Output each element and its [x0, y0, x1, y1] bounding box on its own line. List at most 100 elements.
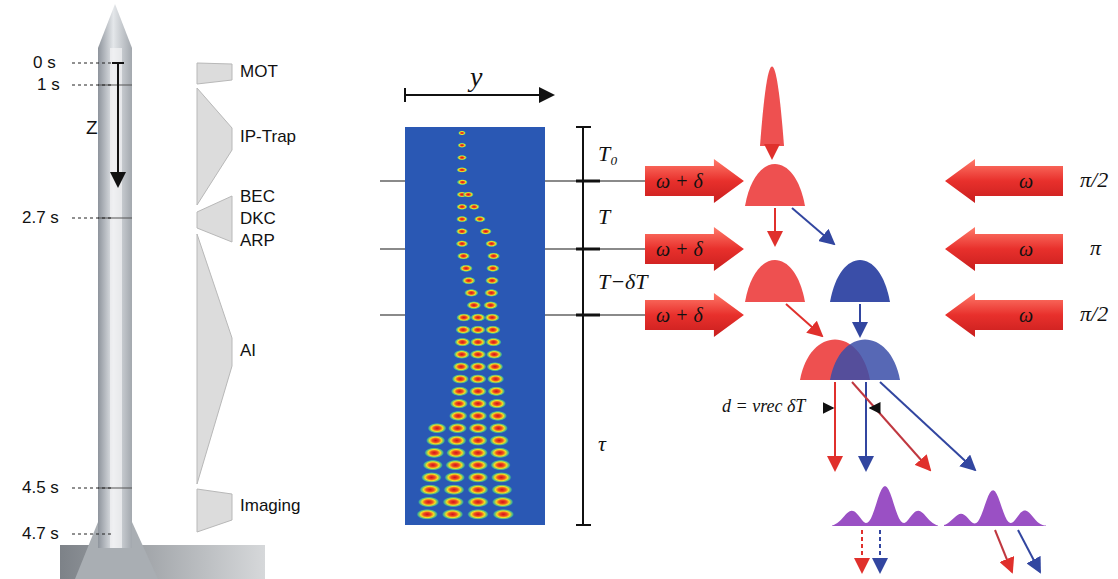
atom-cloud: [485, 240, 498, 247]
block-arrow-shape: [945, 227, 1063, 271]
interval-label: T₀: [598, 142, 618, 166]
phase-name: DKC: [240, 210, 276, 229]
atom-cloud: [489, 423, 509, 434]
atom-cloud: [456, 167, 468, 173]
atom-cloud: [469, 362, 486, 372]
atom-cloud: [418, 497, 440, 508]
block-arrow-shape: [945, 159, 1063, 203]
atom-cloud: [468, 447, 488, 458]
atom-cloud: [488, 398, 507, 408]
laser-pulse-arrow: ω + δ: [645, 227, 744, 271]
atom-cloud: [444, 472, 465, 483]
atom-cloud: [468, 411, 487, 422]
arrow-body: [645, 159, 744, 203]
atom-cloud: [456, 240, 469, 247]
atom-cloud: [474, 216, 486, 223]
laser-pulse-arrow: ω: [945, 293, 1063, 337]
atom-cloud: [456, 228, 469, 235]
atom-cloud: [422, 460, 443, 471]
atom-cloud: [468, 423, 488, 434]
atom-cloud: [490, 447, 510, 458]
atom-cloud: [416, 509, 438, 520]
atom-cloud: [459, 264, 473, 272]
atom-cloud: [445, 460, 466, 471]
fringe-profile: [832, 486, 938, 526]
time-mark: 0 s: [33, 54, 56, 73]
phase-name: BEC: [240, 188, 275, 207]
arrow-body: [945, 293, 1063, 337]
atom-cloud: [487, 252, 500, 259]
atom-cloud: [462, 277, 476, 285]
laser-pulse-arrow: ω: [945, 159, 1063, 203]
atom-cloud: [470, 350, 487, 359]
atom-cloud: [456, 204, 468, 210]
pulse-area: π/2: [1080, 302, 1108, 326]
frequency-label: ω: [945, 171, 1063, 191]
atom-cloud: [491, 472, 512, 483]
time-mark: 1 s: [37, 76, 60, 95]
phase-name: ARP: [240, 232, 275, 251]
atom-cloud: [427, 423, 447, 434]
atom-cloud: [470, 338, 486, 347]
atom-cloud: [456, 313, 472, 322]
atom-cloud: [486, 350, 503, 359]
atom-cloud: [487, 386, 505, 396]
atom-cloud: [484, 313, 500, 322]
atom-cloud: [457, 155, 467, 160]
laser-pulse-arrow: ω + δ: [645, 293, 744, 337]
atom-cloud: [467, 509, 489, 520]
atom-cloud: [469, 398, 488, 408]
atom-cloud: [419, 484, 441, 495]
atom-cloud: [484, 289, 499, 297]
pulse-area: π/2: [1080, 168, 1108, 192]
atom-cloud: [470, 313, 486, 322]
atom-cloud: [486, 264, 500, 272]
atom-cloud: [492, 509, 514, 520]
block-arrow-shape: [945, 293, 1063, 337]
atom-cloud: [450, 398, 469, 408]
atom-cloud: [469, 374, 487, 384]
atom-cloud: [455, 325, 471, 334]
atom-cloud: [457, 179, 468, 185]
axis-label: Z: [86, 118, 98, 139]
atom-cloud: [483, 301, 498, 309]
atom-cloud: [491, 484, 513, 495]
atom-cloud: [451, 386, 469, 396]
atom-cloud: [490, 460, 511, 471]
phase-name: IP-Trap: [240, 128, 296, 147]
atom-cloud: [485, 338, 501, 347]
interval-label: T−δT: [598, 270, 648, 294]
atom-cloud: [446, 447, 466, 458]
atom-cloud: [443, 484, 465, 495]
arrow-body: [645, 227, 744, 271]
atom-cloud: [468, 460, 489, 471]
time-mark: 4.7 s: [22, 525, 59, 544]
frequency-label: ω: [945, 239, 1063, 259]
atom-cloud: [452, 362, 469, 372]
axis-label: y: [470, 62, 482, 93]
frequency-label: ω: [945, 305, 1063, 325]
atom-cloud: [457, 179, 468, 185]
atom-cloud: [489, 435, 509, 446]
phase-name: MOT: [240, 63, 278, 82]
atom-cloud: [442, 509, 464, 520]
atom-cloud: [458, 131, 466, 136]
atom-cloud: [468, 204, 480, 210]
arrow-body: [645, 293, 744, 337]
phase-name: AI: [240, 342, 256, 361]
atom-cloud: [468, 435, 488, 446]
interval-label: τ: [598, 432, 606, 456]
atom-cloud: [467, 484, 489, 495]
atom-cloud: [456, 216, 468, 223]
laser-pulse-arrow: ω: [945, 227, 1063, 271]
atom-cloud: [492, 497, 514, 508]
frequency-label: ω + δ: [645, 239, 744, 259]
atom-cloud: [479, 228, 492, 235]
atom-cloud: [466, 301, 481, 309]
atom-cloud: [463, 191, 474, 197]
atom-cloud: [448, 423, 468, 434]
atom-cloud: [467, 472, 488, 483]
atom-cloud: [470, 325, 486, 334]
